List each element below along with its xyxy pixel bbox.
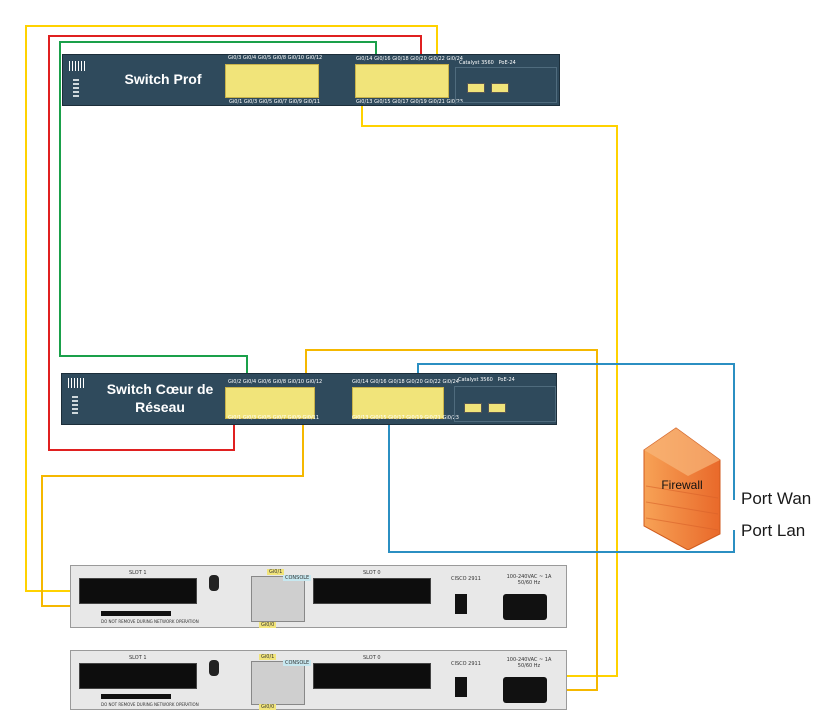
router-1-gi00: Gi0/0: [259, 622, 277, 628]
router-1-warning: DO NOT REMOVE DURING NETWORK OPERATION: [101, 619, 199, 624]
firewall[interactable]: Firewall: [642, 426, 722, 550]
firewall-label: Firewall: [661, 478, 703, 492]
port-lan-label: Port Lan: [741, 521, 806, 540]
router-2-slot0-label: SLOT 0: [363, 655, 381, 661]
switch-core-bottom-labels-left: Gi0/1 Gi0/3 Gi0/5 Gi0/7 Gi0/9 Gi0/11: [228, 415, 320, 421]
status-leds: [72, 396, 78, 416]
switch-prof-name: Switch Prof: [124, 71, 202, 87]
cable-yellow-outer: [25, 25, 438, 592]
switch-core-sfp-area: [454, 386, 556, 422]
switch-prof-sfp-area: [455, 67, 557, 103]
port-wan-label: Port Wan: [741, 489, 812, 508]
switch-prof-top-labels-left: Gi0/3 Gi0/4 Gi0/5 Gi0/8 Gi0/10 Gi0/12: [228, 55, 323, 61]
cisco-logo-icon: [69, 61, 85, 71]
router-2-warning: DO NOT REMOVE DURING NETWORK OPERATION: [101, 702, 199, 707]
switch-core-sfp-2[interactable]: [488, 403, 506, 413]
router-1-slot0-label: SLOT 0: [363, 570, 381, 576]
router-1-flash: [101, 611, 171, 616]
router-2-usb-icon: [209, 660, 219, 676]
cable-blue-lan: [388, 418, 735, 553]
router-2-gi01: Gi0/1: [259, 654, 277, 660]
switch-prof-top-labels-right: Gi0/14 Gi0/16 Gi0/18 Gi0/20 Gi0/22 Gi0/2…: [356, 56, 463, 62]
router-2-flash: [101, 694, 171, 699]
router-2-gi00: Gi0/0: [259, 704, 277, 710]
router-1-gi01: Gi0/1: [267, 569, 285, 575]
router-2-slot0: [313, 663, 431, 689]
switch-prof-bottom-labels-right: Gi0/13 Gi0/15 Gi0/17 Gi0/19 Gi0/21 Gi0/2…: [356, 99, 463, 105]
router-2-slot1-label: SLOT 1: [129, 655, 147, 661]
switch-prof[interactable]: Switch Prof Gi0/3 Gi0/4 Gi0/5 Gi0/8 Gi0/…: [62, 54, 560, 106]
router-1-power-switch[interactable]: [455, 594, 467, 614]
firewall-icon: [643, 427, 721, 550]
cisco-logo-icon: [68, 378, 84, 388]
router-2-power: 100-240VAC ~ 1A 50/60 Hz: [506, 657, 552, 669]
switch-core-ports-left[interactable]: [225, 387, 315, 419]
router-1-slot0: [313, 578, 431, 604]
switch-prof-sfp-1[interactable]: [467, 83, 485, 93]
cable-red: [48, 35, 422, 451]
router-2-slot1: [79, 663, 197, 689]
router-2-port-area[interactable]: [251, 661, 305, 705]
router-2[interactable]: SLOT 1 DO NOT REMOVE DURING NETWORK OPER…: [70, 650, 567, 710]
router-1-slot1: [79, 578, 197, 604]
router-1[interactable]: SLOT 1 DO NOT REMOVE DURING NETWORK OPER…: [70, 565, 567, 628]
router-1-slot1-label: SLOT 1: [129, 570, 147, 576]
router-1-usb-icon: [209, 575, 219, 591]
router-2-console: CONSOLE: [283, 660, 312, 666]
switch-core-top-labels-right: Gi0/14 Gi0/16 Gi0/18 Gi0/20 Gi0/22 Gi0/2…: [352, 379, 459, 385]
switch-prof-bottom-labels-left: Gi0/1 Gi0/3 Gi0/5 Gi0/7 Gi0/9 Gi0/11: [229, 99, 321, 105]
router-2-power-switch[interactable]: [455, 677, 467, 697]
router-1-console: CONSOLE: [283, 575, 312, 581]
switch-core[interactable]: Switch Cœur de Réseau Gi0/2 Gi0/4 Gi0/6 …: [61, 373, 557, 425]
switch-prof-ports-left[interactable]: Gi0/3 Gi0/4 Gi0/5 Gi0/8 Gi0/10 Gi0/12: [225, 55, 322, 98]
router-2-brand: CISCO 2911: [451, 661, 481, 667]
router-1-power-socket: [503, 594, 547, 620]
status-leds: [73, 79, 79, 99]
switch-core-sfp-1[interactable]: [464, 403, 482, 413]
router-1-power: 100-240VAC ~ 1A 50/60 Hz: [506, 574, 552, 586]
switch-core-bottom-labels-right: Gi0/13 Gi0/15 Gi0/17 Gi0/19 Gi0/21 Gi0/2…: [352, 415, 459, 421]
switch-core-name: Switch Cœur de Réseau: [106, 381, 214, 415]
switch-prof-ports-right[interactable]: [355, 64, 449, 98]
router-2-power-socket: [503, 677, 547, 703]
switch-core-ports-right[interactable]: [352, 387, 444, 419]
router-1-port-area[interactable]: [251, 576, 305, 622]
switch-core-top-labels-left: Gi0/2 Gi0/4 Gi0/6 Gi0/8 Gi0/10 Gi0/12: [228, 379, 323, 385]
switch-prof-model: Catalyst 3560 PoE-24: [459, 60, 516, 66]
cable-green: [59, 41, 377, 384]
router-1-brand: CISCO 2911: [451, 576, 481, 582]
switch-prof-sfp-2[interactable]: [491, 83, 509, 93]
switch-core-model: Catalyst 3560 PoE-24: [458, 377, 515, 383]
